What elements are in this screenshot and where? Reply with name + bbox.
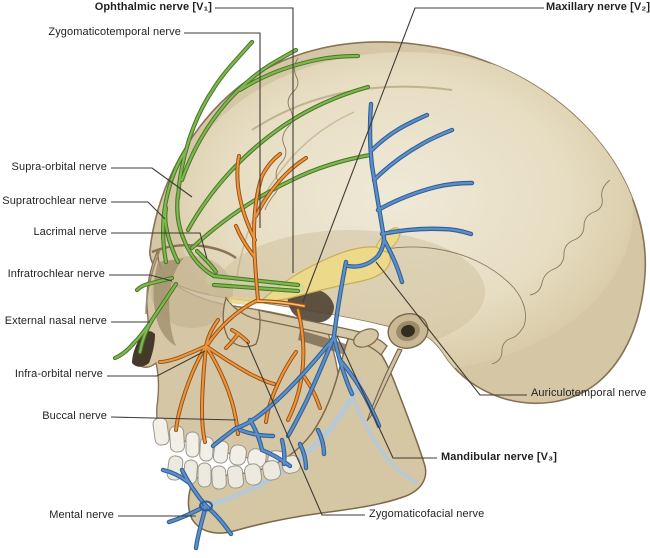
label-supratrochlear-nerve: Supratrochlear nerve bbox=[2, 195, 107, 207]
leader-auriculotemporal bbox=[375, 261, 527, 396]
styloid-process bbox=[366, 348, 403, 422]
lower-teeth bbox=[166, 455, 301, 490]
label-maxillary-nerve-v2: Maxillary nerve [V₂] bbox=[546, 1, 650, 13]
leader-infra-orbital bbox=[107, 350, 206, 377]
nasal-aperture bbox=[132, 331, 155, 367]
label-mental-nerve: Mental nerve bbox=[49, 509, 114, 521]
ophthalmic-nerve-v1-branches bbox=[112, 39, 373, 361]
leader-zygomaticofacial bbox=[246, 341, 365, 516]
ear-canal bbox=[387, 313, 429, 349]
leader-zygomaticotemporal bbox=[184, 32, 261, 228]
maxillary-nerve-v2-branches bbox=[158, 152, 322, 444]
label-supra-orbital-nerve: Supra-orbital nerve bbox=[11, 161, 107, 173]
leader-mandibular bbox=[336, 335, 437, 459]
label-external-nasal-nerve: External nasal nerve bbox=[4, 315, 107, 327]
label-auriculotemporal-nerve: Auriculotemporal nerve bbox=[531, 387, 647, 399]
label-lacrimal-nerve: Lacrimal nerve bbox=[33, 226, 107, 238]
leader-buccal bbox=[110, 416, 237, 421]
leader-lacrimal bbox=[111, 232, 208, 260]
label-infratrochlear-nerve: Infratrochlear nerve bbox=[7, 268, 105, 280]
leader-maxillary bbox=[302, 7, 544, 303]
leader-lines bbox=[107, 7, 544, 517]
label-zygomaticotemporal-nerve: Zygomaticotemporal nerve bbox=[48, 26, 181, 38]
leader-ophthalmic bbox=[215, 7, 294, 273]
skull-bones bbox=[132, 41, 647, 534]
leader-supra-orbital bbox=[111, 167, 193, 198]
label-zygomaticofacial-nerve: Zygomaticofacial nerve bbox=[369, 508, 485, 520]
leader-infratrochlear bbox=[109, 274, 173, 282]
leader-supratrochlear bbox=[111, 201, 166, 220]
label-buccal-nerve: Buccal nerve bbox=[42, 410, 107, 422]
label-mandibular-nerve-v3: Mandibular nerve [V₃] bbox=[441, 451, 557, 463]
mandibular-condyle bbox=[353, 328, 379, 348]
label-ophthalmic-nerve-v1: Ophthalmic nerve [V₁] bbox=[94, 1, 212, 13]
label-infra-orbital-nerve: Infra-orbital nerve bbox=[14, 368, 103, 380]
